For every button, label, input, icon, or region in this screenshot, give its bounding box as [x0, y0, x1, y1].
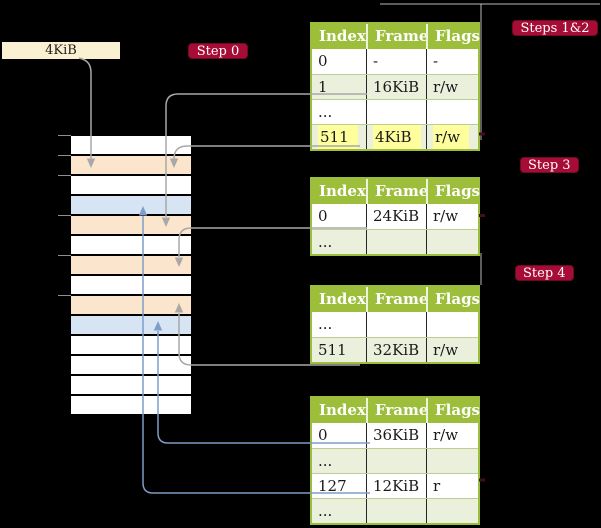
table-cell: r/w: [426, 338, 478, 362]
table-cell: 36KiB: [366, 423, 426, 448]
table-cell: ...: [318, 452, 333, 470]
column-header: Flags: [426, 24, 480, 49]
memory-row-4-page: [71, 196, 191, 216]
table-cell: [366, 312, 426, 337]
badge-step-0: Step 0: [188, 43, 248, 59]
table-cell: r/w: [426, 204, 478, 229]
table-cell: 32KiB: [366, 338, 426, 362]
memory-row-5-table: [71, 216, 191, 236]
table-cell: r/w: [426, 75, 478, 99]
memory-tick: [58, 135, 71, 136]
table-cell: 0: [318, 52, 328, 70]
table-cell: 511: [318, 341, 347, 359]
memory-tick: [58, 215, 71, 216]
table-row: 0 --: [312, 49, 478, 74]
column-header: Index: [319, 27, 366, 45]
memory-row-12-free: [71, 356, 191, 376]
memory-row-11-free: [71, 336, 191, 356]
column-header: Index: [319, 182, 366, 200]
table-cell: [426, 312, 478, 337]
memory-row-10-page: [71, 316, 191, 336]
table-cell: [366, 499, 426, 523]
table-row: ...: [312, 229, 478, 254]
table-cell: 24KiB: [366, 204, 426, 229]
memory-column: [71, 136, 191, 416]
column-header: Frame: [366, 24, 428, 49]
badge-steps-1-2: Steps 1&2: [512, 20, 598, 36]
highlighted-entry-text: 511: [318, 125, 358, 149]
memory-row-13-free: [71, 376, 191, 396]
table-cell: -: [366, 49, 426, 74]
table-cell: r/w: [426, 423, 478, 448]
highlighted-entry-text: 4KiB: [373, 125, 421, 149]
table-cell: 12KiB: [366, 474, 426, 498]
badge-step-4: Step 4: [515, 265, 574, 281]
column-header: Frame: [366, 287, 428, 312]
badge-step-3: Step 3: [520, 157, 579, 173]
column-header: Flags: [426, 287, 480, 312]
table-cell: r: [426, 474, 478, 498]
table-cell: 1: [318, 78, 328, 96]
table-cell: [366, 230, 426, 254]
memory-row-9-table: [71, 296, 191, 316]
column-header: Flags: [426, 179, 480, 204]
table-cell: 4KiB: [366, 125, 426, 149]
table-cell: [426, 230, 478, 254]
memory-row-6-free: [71, 236, 191, 256]
table-cell: ...: [318, 233, 333, 251]
memory-tick: [58, 155, 71, 156]
table-row: ...: [312, 312, 478, 337]
column-header: Frame: [366, 179, 428, 204]
table-cell: [426, 449, 478, 473]
memory-row-2-table: [71, 156, 191, 176]
highlighted-entry-text: r/w: [433, 125, 470, 149]
frame-address-label: 4KiB: [2, 42, 120, 59]
table-row: ...: [312, 448, 478, 473]
column-header: Frame: [366, 398, 428, 423]
table-cell: r/w: [426, 125, 478, 149]
table-cell: 16KiB: [366, 75, 426, 99]
table-cell: [366, 100, 426, 124]
column-header: Index: [319, 401, 366, 419]
table-cell: 0: [318, 426, 328, 444]
table-cell: -: [426, 49, 478, 74]
table-row: ...: [312, 99, 478, 124]
table-cell: 511: [312, 125, 366, 149]
table-cell: [426, 499, 478, 523]
memory-row-3-free: [71, 176, 191, 196]
memory-row-8-free: [71, 276, 191, 296]
table-row: ...: [312, 498, 478, 523]
column-header: Index: [319, 290, 366, 308]
table-cell: 0: [318, 207, 328, 225]
table-cell: [366, 449, 426, 473]
table-row: 511 4KiB r/w: [312, 124, 478, 149]
table-cell: [426, 100, 478, 124]
memory-tick: [58, 175, 71, 176]
table-cell: ...: [318, 315, 333, 333]
memory-tick: [58, 255, 71, 256]
table-cell: ...: [318, 103, 333, 121]
table-cell: ...: [318, 502, 333, 520]
memory-row-14-free: [71, 396, 191, 416]
memory-row-1-free: [71, 136, 191, 156]
memory-tick: [58, 295, 71, 296]
table-cell: 127: [318, 477, 347, 495]
column-header: Flags: [426, 398, 480, 423]
memory-row-7-table: [71, 256, 191, 276]
